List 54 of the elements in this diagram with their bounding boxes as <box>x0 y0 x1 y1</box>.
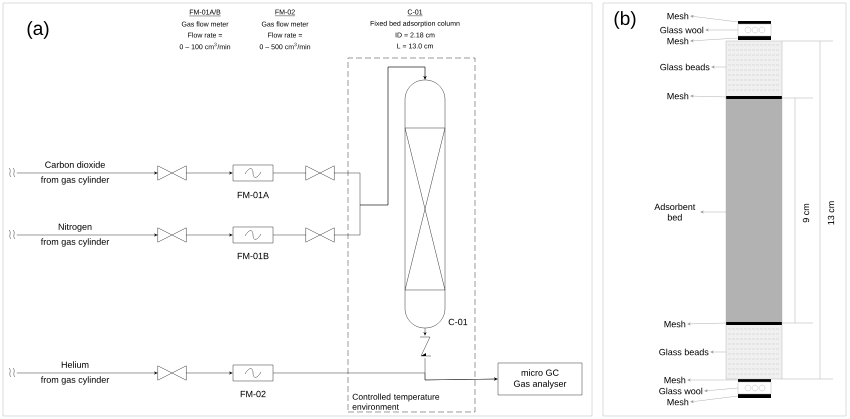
part-label: Mesh <box>668 92 688 100</box>
part-label: Adsorbent bed <box>654 203 696 221</box>
part-label: Mesh <box>668 12 688 20</box>
valve-symbol <box>158 166 186 180</box>
analyser-box: micro GC Gas analyser <box>498 362 582 396</box>
pipe-arrow <box>16 372 158 374</box>
flow-meter-box <box>232 226 274 244</box>
pipe-arrow <box>424 358 498 381</box>
dimension-label: 13 cm <box>828 201 834 225</box>
title-tag: (a) <box>28 21 48 39</box>
pipe-arrow <box>186 234 233 236</box>
equipment-tag: FM-01B <box>238 252 269 260</box>
source-label: Helium from gas cylinder <box>40 361 110 385</box>
title-tag: (b) <box>614 11 636 29</box>
equipment-tag: C-01 <box>448 318 468 326</box>
valve-symbol <box>306 228 334 242</box>
pipe-arrow <box>186 372 233 374</box>
column-drawing <box>726 21 782 398</box>
valve-symbol <box>158 228 186 242</box>
part-label: Glass beads <box>660 64 710 70</box>
leader-line <box>711 66 726 68</box>
part-label: Mesh <box>668 398 688 406</box>
equipment-tag: FM-02 <box>240 390 266 398</box>
leader-line <box>690 38 738 42</box>
leader-line <box>687 378 738 382</box>
source-label: Nitrogen from gas cylinder <box>40 223 110 247</box>
pipe-arrow <box>16 172 158 174</box>
equipment-tag: FM-01A <box>238 192 269 198</box>
leader-line <box>687 322 726 326</box>
leader-line <box>690 14 738 22</box>
part-label: Glass beads <box>659 348 708 356</box>
pipe-arrow <box>424 328 426 336</box>
part-label: Mesh <box>668 38 688 44</box>
leader-line <box>690 396 738 404</box>
valve-symbol <box>306 166 334 180</box>
check-valve-symbol <box>420 336 432 356</box>
valve-symbol <box>158 366 186 380</box>
flow-meter-box <box>232 364 274 382</box>
leader-line <box>710 350 726 354</box>
source-label: Carbon dioxide from gas cylinder <box>40 161 110 185</box>
part-label: Glass wool <box>660 26 704 34</box>
pipe-arrow <box>334 66 426 236</box>
leader-line <box>700 210 726 214</box>
column-symbol <box>404 80 446 328</box>
pipe-arrow <box>16 234 158 236</box>
leader-line <box>705 28 738 32</box>
part-label: Glass wool <box>659 388 702 394</box>
part-label: Mesh <box>664 320 686 328</box>
leader-line <box>690 94 726 98</box>
part-label: Mesh <box>664 376 686 384</box>
leader-line <box>704 388 738 392</box>
pipe-arrow <box>186 172 233 174</box>
flow-meter-box <box>232 164 274 182</box>
dimension-label: 9 cm <box>802 204 810 222</box>
